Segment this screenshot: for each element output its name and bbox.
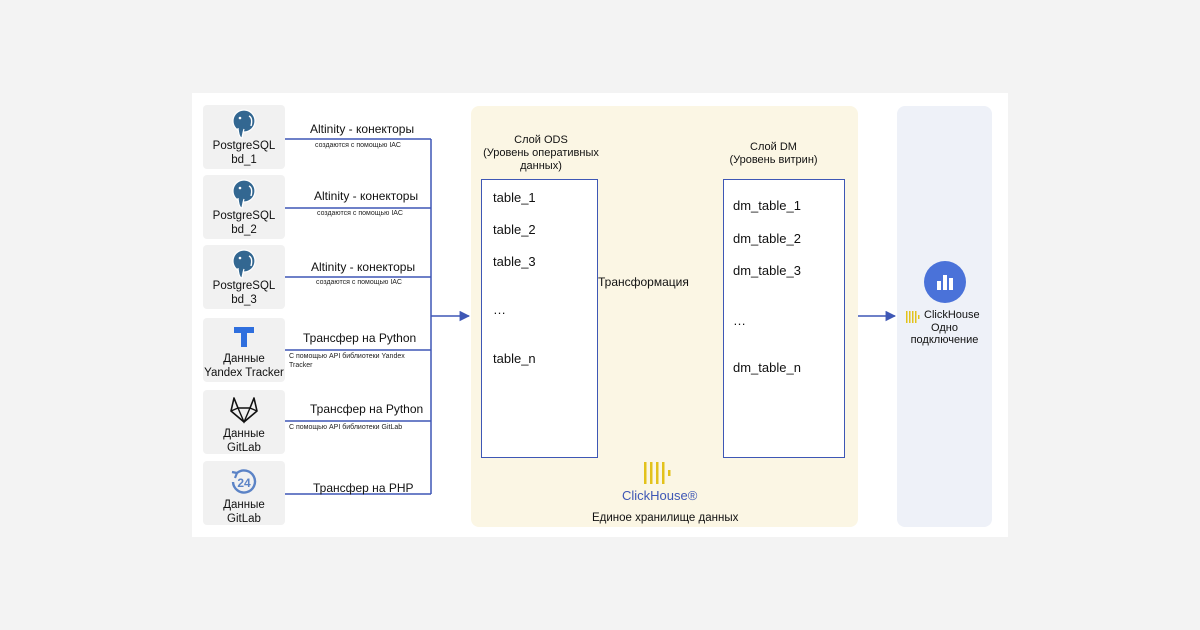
bar-chart-icon	[924, 261, 966, 303]
source-yandex-tracker: Данные Yandex Tracker	[203, 318, 285, 382]
source-bitrix24: 24 Данные GitLab	[203, 461, 285, 525]
dm-header-line1: Слой DM	[750, 141, 797, 153]
clickhouse-logo-text: ClickHouse®	[622, 488, 698, 503]
source-postgresql-bd1: PostgreSQL bd_1	[203, 105, 285, 169]
storage-caption: Единое хранилище данных	[592, 512, 739, 524]
consumer-brand: ClickHouse	[924, 309, 980, 321]
postgresql-elephant-icon	[203, 108, 285, 140]
connector-subtitle-5: С помощью API библиотеки GitLab	[289, 424, 403, 431]
source-label-line1: Данные	[223, 428, 265, 440]
ods-table-row: table_2	[493, 222, 536, 237]
dm-table-ellipsis: …	[733, 313, 746, 328]
connector-title-3: Altinity - конекторы	[311, 260, 416, 274]
gitlab-fox-icon	[203, 393, 285, 425]
transform-label: Трансформация	[598, 275, 689, 289]
connector-title-1: Altinity - конекторы	[310, 122, 415, 136]
source-label-line2: bd_2	[231, 224, 257, 236]
ods-table-ellipsis: …	[493, 302, 506, 317]
clickhouse-logo	[641, 460, 681, 486]
dm-header-line2: (Уровень витрин)	[729, 154, 818, 166]
connector-title-2: Altinity - конекторы	[314, 189, 419, 203]
yandex-tracker-icon	[203, 321, 285, 353]
source-postgresql-bd3: PostgreSQL bd_3	[203, 245, 285, 309]
postgresql-elephant-icon	[203, 178, 285, 210]
connector-title-6: Трансфер на PHP	[313, 481, 414, 495]
ods-layer-header: Слой ODS (Уровень оперативных данных)	[471, 134, 611, 173]
ods-table-row: table_3	[493, 254, 536, 269]
connector-subtitle-4: С помощью API библиотеки Yandex Tracker	[289, 353, 405, 369]
source-label-line1: Данные	[223, 499, 265, 511]
dm-table-row: dm_table_3	[733, 263, 801, 278]
dm-table-row: dm_table_2	[733, 231, 801, 246]
source-label-line1: Данные	[223, 353, 265, 365]
ods-header-line3: данных)	[520, 160, 562, 172]
postgresql-elephant-icon	[203, 248, 285, 280]
source-label-line1: PostgreSQL	[212, 280, 276, 292]
source-label-line2: Yandex Tracker	[204, 367, 284, 379]
consumer-panel: ClickHouse Одно подключение	[897, 106, 992, 527]
ods-header-line2: (Уровень оперативных	[483, 147, 599, 159]
source-label-line2: bd_3	[231, 294, 257, 306]
ods-table-row: table_n	[493, 351, 536, 366]
source-gitlab: Данные GitLab	[203, 390, 285, 454]
dm-table-list: dm_table_1 dm_table_2 dm_table_3 … dm_ta…	[723, 179, 845, 458]
dm-layer-header: Слой DM (Уровень витрин)	[711, 141, 836, 167]
source-label-line2: bd_1	[231, 154, 257, 166]
connector-title-4: Трансфер на Python	[303, 331, 417, 345]
connector-subtitle-1: создаются с помощью IAC	[315, 142, 401, 149]
dm-table-row: dm_table_1	[733, 198, 801, 213]
bitrix24-icon: 24	[203, 466, 285, 498]
connector-subtitle-2: создаются с помощью IAC	[317, 210, 403, 217]
ods-header-line1: Слой ODS	[514, 134, 568, 146]
consumer-caption: Одно подключение	[910, 322, 979, 346]
source-label-line1: PostgreSQL	[212, 140, 276, 152]
connector-title-5: Трансфер на Python	[310, 402, 424, 416]
source-label-line2: GitLab	[227, 442, 261, 454]
source-label-line1: PostgreSQL	[212, 210, 276, 222]
source-postgresql-bd2: PostgreSQL bd_2	[203, 175, 285, 239]
dm-table-row: dm_table_n	[733, 360, 801, 375]
svg-text:24: 24	[237, 476, 251, 490]
clickhouse-small-icon	[906, 310, 920, 323]
connector-subtitle-3: создаются с помощью IAC	[316, 279, 402, 286]
clickhouse-bars-icon	[644, 462, 671, 484]
ods-table-list: table_1 table_2 table_3 … table_n	[481, 179, 598, 458]
ods-table-row: table_1	[493, 190, 536, 205]
source-label-line2: GitLab	[227, 513, 261, 525]
